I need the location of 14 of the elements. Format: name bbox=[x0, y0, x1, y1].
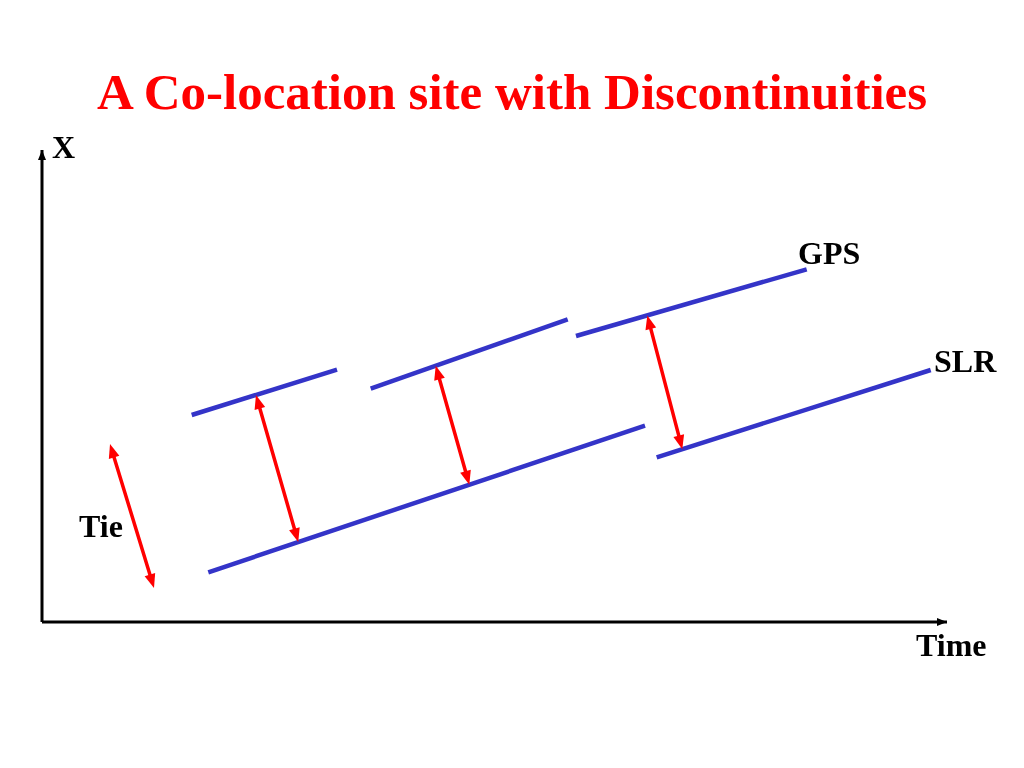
line-segment bbox=[191, 367, 338, 418]
double-arrow bbox=[645, 314, 685, 450]
legend-label: Tie bbox=[79, 510, 123, 542]
line-segment bbox=[369, 317, 569, 391]
series-label: GPS bbox=[798, 237, 861, 269]
line-segment bbox=[207, 423, 646, 575]
line-segment bbox=[656, 367, 932, 460]
series-label: SLR bbox=[934, 345, 997, 377]
axis-label: Time bbox=[916, 629, 987, 661]
title: A Co-location site with Discontinuities bbox=[96, 67, 928, 118]
double-arrow bbox=[254, 394, 300, 543]
line-segment bbox=[575, 267, 808, 339]
axis-label: X bbox=[52, 131, 76, 163]
double-arrow bbox=[434, 365, 471, 486]
